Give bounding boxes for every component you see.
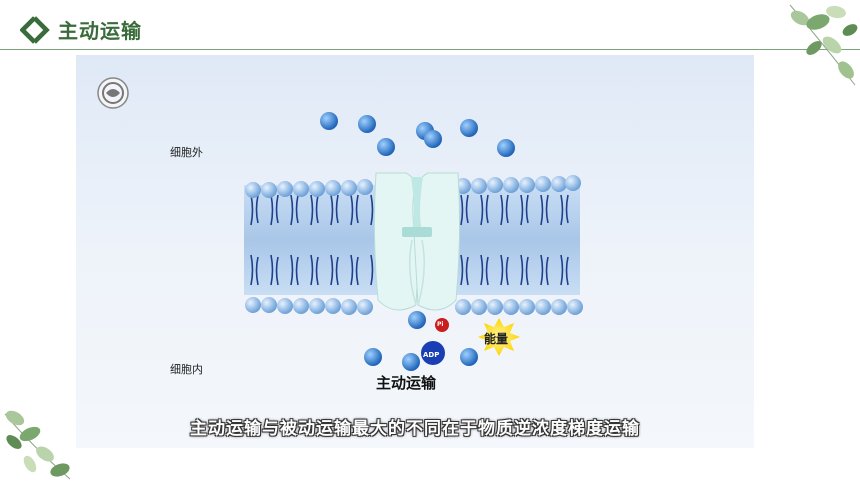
energy-burst-icon [478,318,520,356]
outside-cell-label: 细胞外 [170,146,203,159]
leaf-decoration-top-right [789,4,858,86]
video-frame[interactable]: 细胞外 细胞内 Pi ADP 能量 主动运输 主动运输与被动运输最大的不同在于物… [76,55,754,448]
logo-icon [97,77,129,109]
solute-molecules-inside [364,311,478,371]
carrier-protein [373,172,461,311]
lipid-heads [245,175,583,315]
slide-header: 主动运输 [0,0,860,60]
inside-cell-label: 细胞内 [170,363,203,376]
diagram-caption: 主动运输 [376,374,437,392]
energy-label: 能量 [484,332,509,346]
adp-molecule [421,341,445,365]
leaf-decoration-bottom-left [4,410,71,480]
video-subtitle: 主动运输与被动运输最大的不同在于物质逆浓度梯度运输 [190,419,640,439]
solute-molecules-outside [320,112,515,157]
phosphate-molecule [435,318,449,332]
adp-label: ADP [423,351,440,359]
header-divider [0,49,860,50]
page-title: 主动运输 [58,19,142,43]
membrane-illustration [97,77,583,371]
lipid-tails [250,194,569,286]
diamond-icon [20,16,50,44]
phosphate-label: Pi [437,321,444,328]
